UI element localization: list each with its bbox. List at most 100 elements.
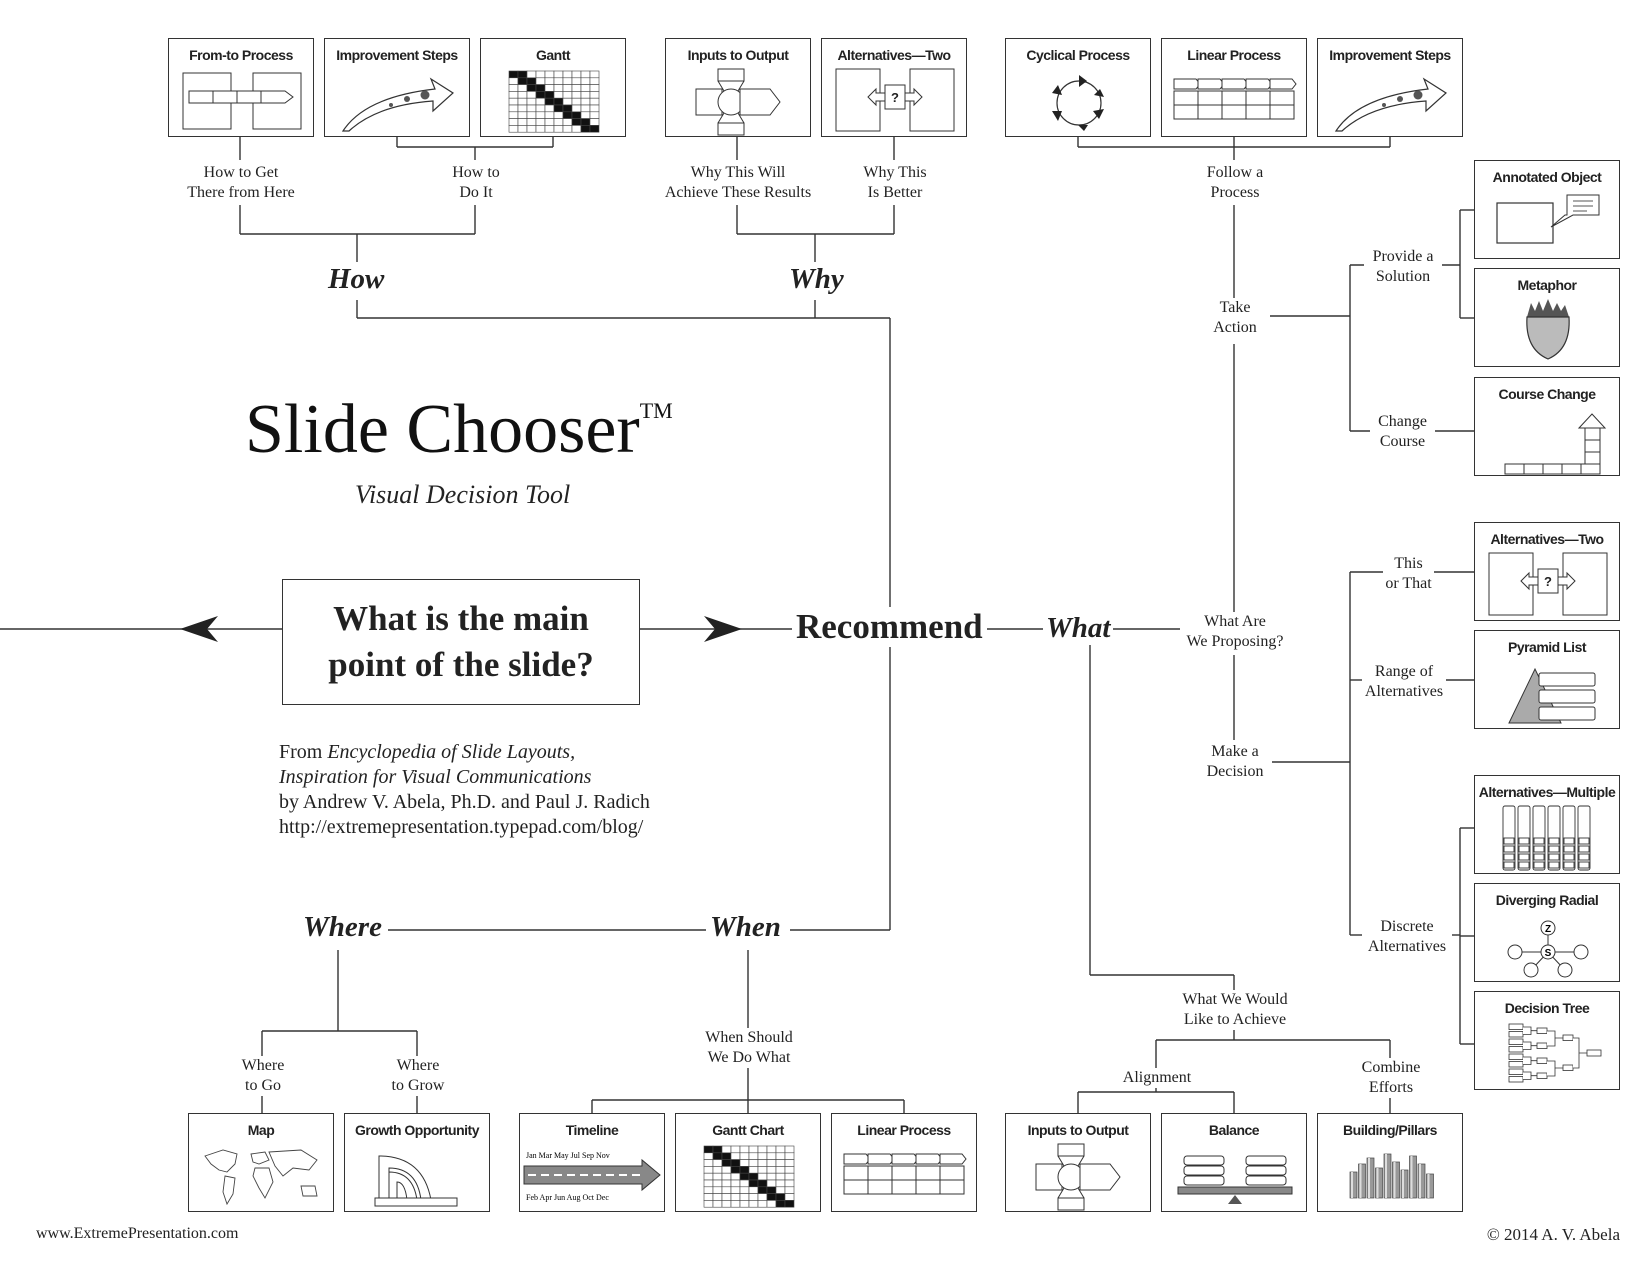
label-this-or-that: This or That: [1383, 554, 1434, 594]
card-title: Map: [247, 1122, 275, 1138]
card-course-change[interactable]: Course Change: [1474, 377, 1620, 476]
timeline-months-bottom: Feb Apr Jun Aug Oct Dec: [526, 1193, 609, 1202]
branch-why: Why: [786, 263, 847, 296]
footer-website[interactable]: www.ExtremePresentation.com: [36, 1225, 239, 1242]
growth-opportunity-icon: [374, 1155, 458, 1207]
card-title: Timeline: [565, 1122, 619, 1138]
page-title: Slide ChooserTM: [245, 391, 673, 468]
branch-how: How: [325, 263, 388, 296]
timeline-months-top: Jan Mar May Jul Sep Nov: [526, 1151, 610, 1160]
balance-icon: [1177, 1155, 1293, 1204]
label-what-proposing: What Are We Proposing?: [1180, 612, 1290, 652]
card-map[interactable]: Map: [188, 1113, 334, 1212]
card-title: Alternatives—Multiple: [1478, 784, 1616, 800]
card-alternatives-two-why[interactable]: Alternatives—Two ?: [821, 38, 967, 137]
linear-process-icon: [843, 1153, 967, 1195]
radial-letter-s: S: [1545, 948, 1552, 959]
gantt-icon: [703, 1145, 795, 1208]
card-title: Alternatives—Two: [1490, 531, 1604, 547]
label-alignment: Alignment: [1118, 1068, 1196, 1088]
inputs-output-icon: [1035, 1143, 1121, 1211]
branch-what: What: [1043, 612, 1114, 645]
label-make-decision: Make a Decision: [1198, 742, 1272, 782]
card-timeline[interactable]: Timeline Jan Mar May Jul Sep Nov Feb Apr…: [519, 1113, 665, 1212]
label-discrete-alternatives: Discrete Alternatives: [1362, 917, 1452, 957]
decision-tree-icon: [1508, 1023, 1602, 1083]
branch-when: When: [707, 911, 784, 944]
course-change-icon: [1504, 413, 1607, 475]
card-title: Improvement Steps: [1329, 47, 1451, 63]
from-to-process-icon: [182, 72, 302, 130]
card-inputs-output-what[interactable]: Inputs to Output: [1005, 1113, 1151, 1212]
card-from-to-process[interactable]: From-to Process: [168, 38, 314, 137]
label-combine-efforts: Combine Efforts: [1356, 1058, 1426, 1098]
cycle-icon: [1052, 75, 1104, 131]
improvement-arrow-icon: [1334, 77, 1447, 132]
card-diverging-radial[interactable]: Diverging Radial Z S: [1474, 883, 1620, 982]
building-pillars-icon: [1349, 1153, 1434, 1199]
card-title: Alternatives—Two: [837, 47, 951, 63]
card-inputs-output-why[interactable]: Inputs to Output: [665, 38, 811, 137]
alternatives-two-icon: ?: [1488, 552, 1608, 616]
blog-url[interactable]: http://extremepresentation.typepad.com/b…: [279, 816, 644, 838]
inputs-output-icon: [695, 68, 781, 136]
label-when-should: When Should We Do What: [700, 1028, 798, 1068]
card-decision-tree[interactable]: Decision Tree: [1474, 991, 1620, 1090]
card-title: From-to Process: [189, 47, 293, 63]
card-alternatives-multiple[interactable]: Alternatives—Multiple: [1474, 775, 1620, 874]
card-metaphor[interactable]: Metaphor: [1474, 268, 1620, 367]
label-where-go: Where to Go: [232, 1056, 294, 1096]
card-linear-process-top[interactable]: Linear Process: [1161, 38, 1307, 137]
card-pyramid-list[interactable]: Pyramid List: [1474, 630, 1620, 729]
question-mark: ?: [1544, 574, 1552, 589]
card-title: Gantt: [535, 47, 571, 63]
card-title: Gantt Chart: [712, 1122, 784, 1138]
label-how-do: How to Do It: [440, 163, 512, 203]
label-take-action: Take Action: [1200, 298, 1270, 338]
label-why-achieve: Why This Will Achieve These Results: [660, 163, 816, 203]
gantt-icon: [508, 70, 600, 133]
card-title: Metaphor: [1517, 277, 1578, 293]
pyramid-list-icon: [1508, 667, 1596, 724]
card-alternatives-two-what[interactable]: Alternatives—Two ?: [1474, 522, 1620, 621]
branch-where: Where: [300, 911, 385, 944]
book-subtitle: Inspiration for Visual Communications: [279, 766, 592, 788]
diverging-radial-icon: Z S: [1507, 920, 1589, 978]
card-improvement-steps-top[interactable]: Improvement Steps: [1317, 38, 1463, 137]
label-range-alternatives: Range of Alternatives: [1362, 662, 1446, 702]
card-growth-opportunity[interactable]: Growth Opportunity: [344, 1113, 490, 1212]
book-title: Encyclopedia of Slide Layouts,: [327, 741, 576, 763]
card-title: Balance: [1208, 1122, 1260, 1138]
card-improvement-steps-how[interactable]: Improvement Steps: [324, 38, 470, 137]
card-gantt-how[interactable]: Gantt: [480, 38, 626, 137]
annotated-object-icon: [1496, 194, 1600, 244]
card-title: Inputs to Output: [687, 47, 789, 63]
linear-process-icon: [1173, 78, 1297, 120]
label-provide-solution: Provide a Solution: [1364, 247, 1442, 287]
trademark: TM: [639, 398, 673, 423]
card-title: Cyclical Process: [1026, 47, 1130, 63]
card-title: Inputs to Output: [1027, 1122, 1129, 1138]
card-building-pillars[interactable]: Building/Pillars: [1317, 1113, 1463, 1212]
card-balance[interactable]: Balance: [1161, 1113, 1307, 1212]
label-change-course: Change Course: [1370, 412, 1435, 452]
card-gantt-chart[interactable]: Gantt Chart: [675, 1113, 821, 1212]
world-map-icon: [204, 1149, 318, 1206]
timeline-icon: Jan Mar May Jul Sep Nov Feb Apr Jun Aug …: [523, 1151, 661, 1202]
card-cyclical-process[interactable]: Cyclical Process: [1005, 38, 1151, 137]
question-mark: ?: [891, 90, 899, 105]
main-question-box: What is the main point of the slide?: [282, 579, 640, 705]
card-title: Decision Tree: [1504, 1000, 1590, 1016]
card-title: Growth Opportunity: [355, 1122, 479, 1138]
card-title: Annotated Object: [1492, 169, 1602, 185]
label-where-grow: Where to Grow: [382, 1056, 454, 1096]
card-annotated-object[interactable]: Annotated Object: [1474, 160, 1620, 259]
card-linear-process-when[interactable]: Linear Process: [831, 1113, 977, 1212]
alternatives-two-icon: ?: [835, 68, 955, 132]
label-why-better: Why This Is Better: [856, 163, 934, 203]
card-title: Building/Pillars: [1343, 1122, 1437, 1138]
radial-letter-z: Z: [1545, 924, 1551, 935]
card-title: Improvement Steps: [336, 47, 458, 63]
label-follow-process: Follow a Process: [1196, 163, 1274, 203]
